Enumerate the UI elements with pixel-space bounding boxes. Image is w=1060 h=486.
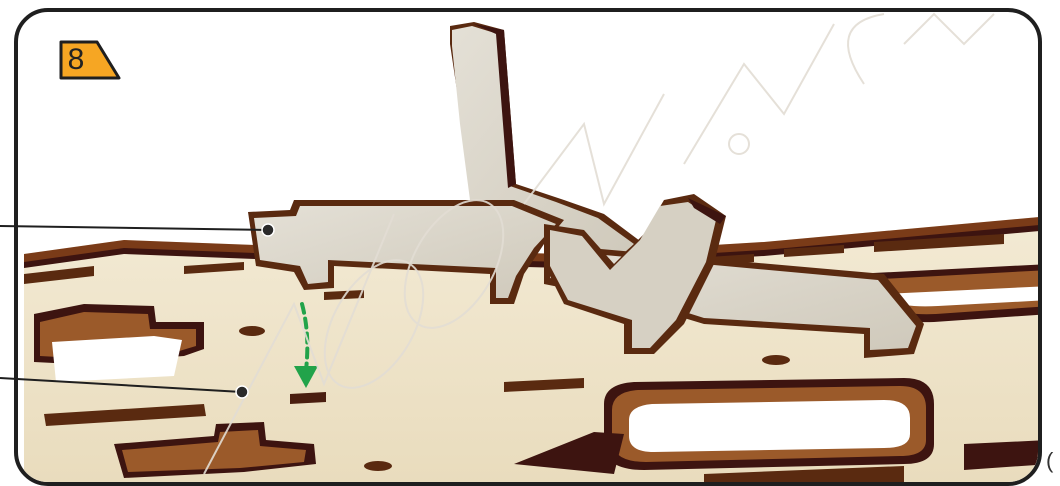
step-number: 8 — [61, 42, 91, 78]
assembly-illustration — [14, 8, 1042, 483]
illustration-frame: 8 — [14, 8, 1042, 486]
target-slot — [290, 392, 326, 404]
edge-glyph: ( — [1046, 448, 1053, 474]
